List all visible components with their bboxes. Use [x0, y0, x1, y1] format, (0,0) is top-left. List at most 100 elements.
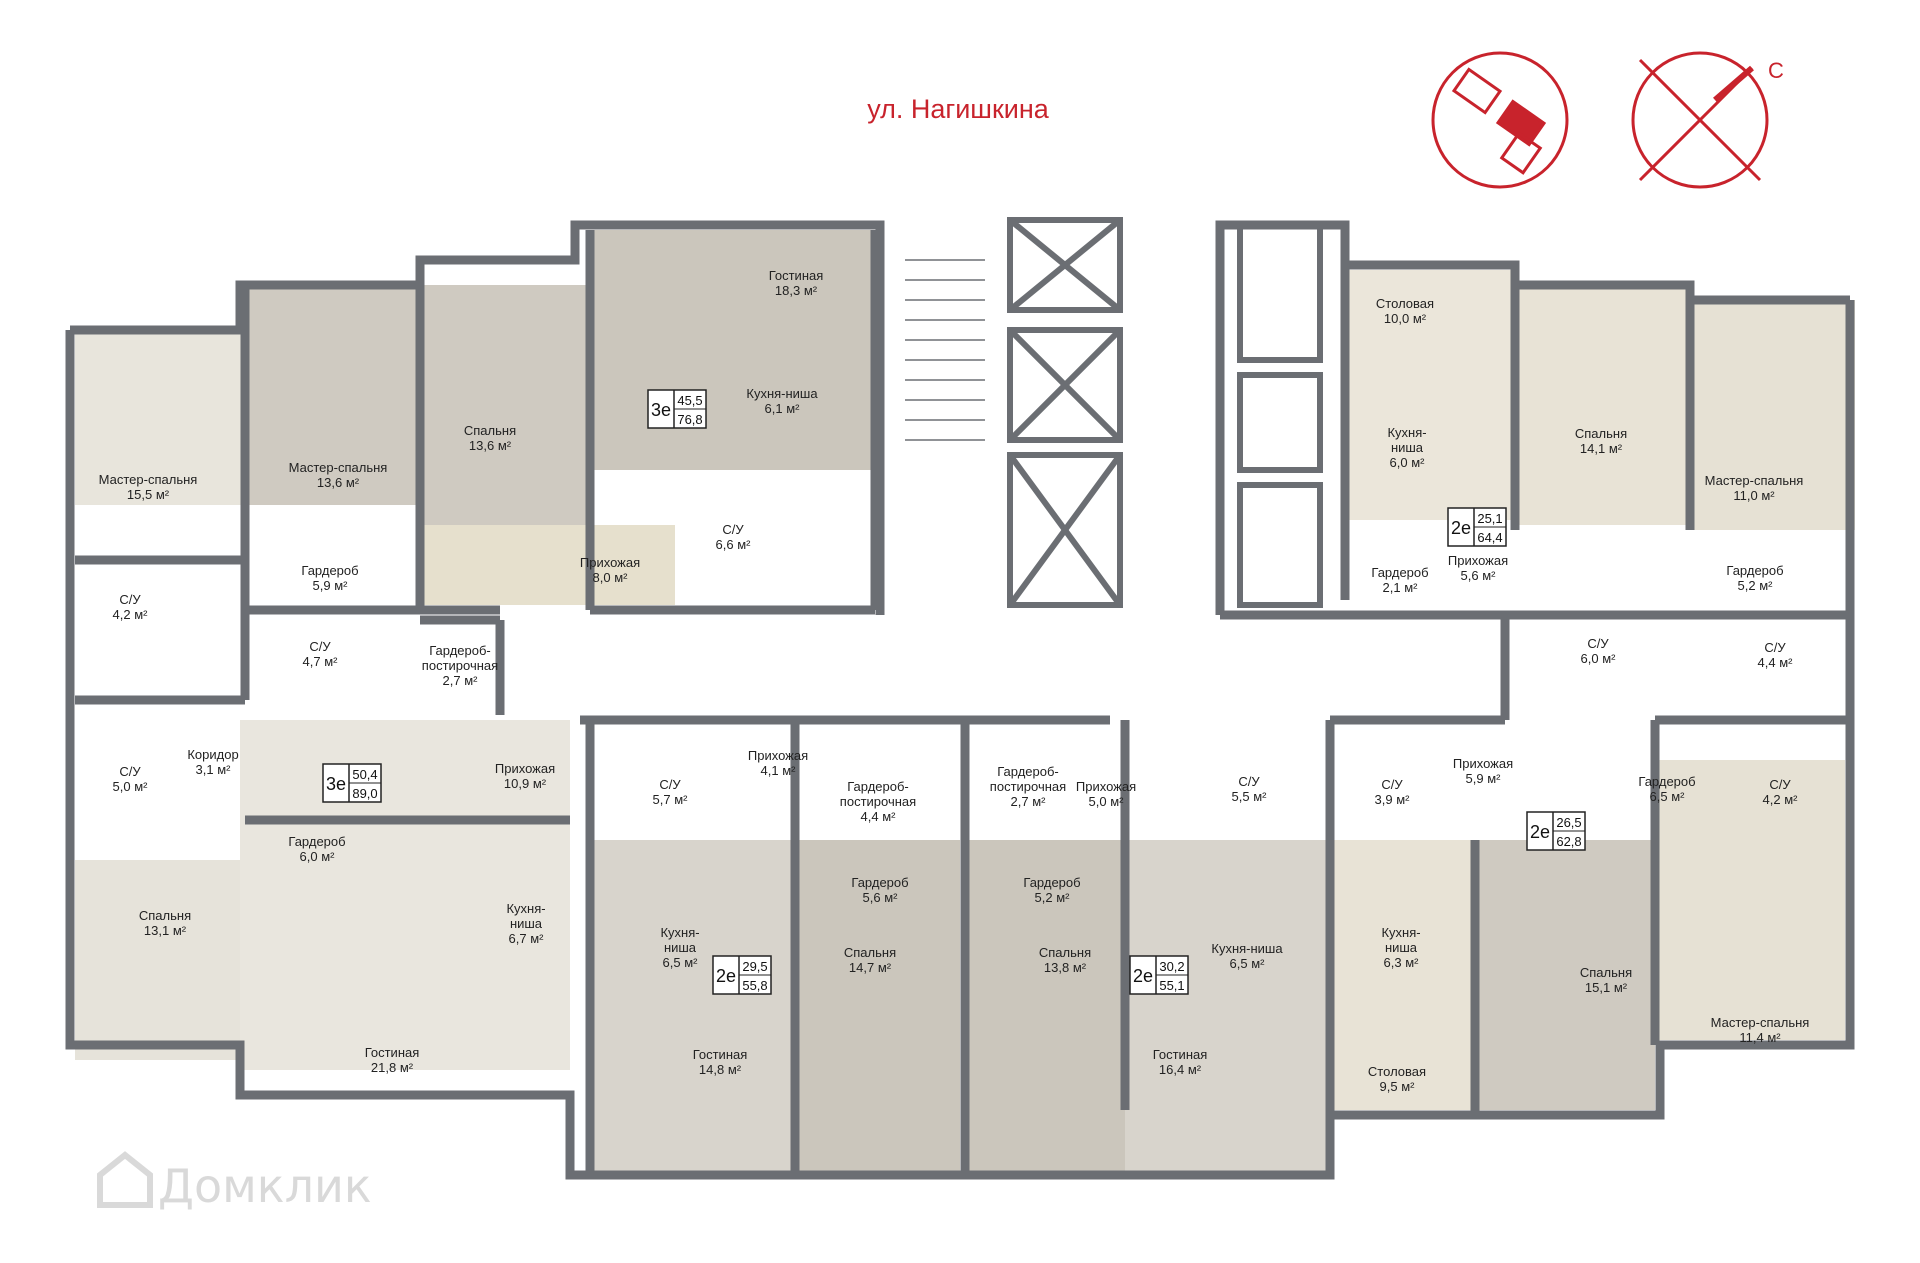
room-name: ниша	[1391, 440, 1424, 455]
room-name: С/У	[1764, 640, 1786, 655]
room-area: 6,7 м²	[509, 931, 545, 946]
apartment-tag: 2е 29,5 55,8	[712, 955, 772, 995]
building	[75, 230, 1855, 1175]
room-name: Гардероб	[1023, 875, 1080, 890]
room-name: Прихожая	[1448, 553, 1508, 568]
room-area: 4,4 м²	[861, 809, 897, 824]
apartment-living-area: 50,4	[352, 767, 377, 782]
room-area: 14,7 м²	[849, 960, 892, 975]
apartment-living-area: 25,1	[1477, 511, 1502, 526]
room-label: С/У6,0 м²	[1581, 636, 1617, 666]
room-area: 18,3 м²	[775, 283, 818, 298]
room-name: Прихожая	[1453, 756, 1513, 771]
room-name: Гардероб	[301, 563, 358, 578]
apartment-total-area: 55,8	[742, 978, 767, 993]
room-name: Гардероб-	[847, 779, 909, 794]
room-area: 3,9 м²	[1375, 792, 1411, 807]
room-name: С/У	[1381, 777, 1403, 792]
room-area: 5,9 м²	[1466, 771, 1502, 786]
watermark: Домклик	[97, 1151, 372, 1213]
room-area: 16,4 м²	[1159, 1062, 1202, 1077]
room-label: С/У5,5 м²	[1232, 774, 1268, 804]
room-name: Коридор	[187, 747, 238, 762]
room-name: Мастер-спальня	[1705, 473, 1804, 488]
room-area: 14,1 м²	[1580, 441, 1623, 456]
room-name: Гостиная	[365, 1045, 420, 1060]
street-name: ул. Нагишкина	[867, 94, 1050, 124]
room-area: 5,6 м²	[863, 890, 899, 905]
room-area: 4,2 м²	[1763, 792, 1799, 807]
apartment-type: 3е	[326, 774, 346, 794]
room-name: Мастер-спальня	[1711, 1015, 1810, 1030]
room-area: 6,6 м²	[716, 537, 752, 552]
room-name: Кухня-	[660, 925, 699, 940]
room-area: 13,6 м²	[317, 475, 360, 490]
room-area: 2,7 м²	[443, 673, 479, 688]
room-label: С/У6,6 м²	[716, 522, 752, 552]
room-area: 6,3 м²	[1384, 955, 1420, 970]
apartment-living-area: 29,5	[742, 959, 767, 974]
room-name: Столовая	[1368, 1064, 1426, 1079]
room-label: С/У4,2 м²	[113, 592, 149, 622]
apartment-total-area: 64,4	[1477, 530, 1502, 545]
room-name: Прихожая	[495, 761, 555, 776]
room-label: С/У5,0 м²	[113, 764, 149, 794]
room-area: 3,1 м²	[196, 762, 232, 777]
room-name: Гардероб-	[429, 643, 491, 658]
room-name: ниша	[664, 940, 697, 955]
room-area: 5,9 м²	[313, 578, 349, 593]
room-area: 5,7 м²	[653, 792, 689, 807]
room-area: 21,8 м²	[371, 1060, 414, 1075]
room-name: ниша	[1385, 940, 1418, 955]
room-area: 5,6 м²	[1461, 568, 1497, 583]
apartment-type: 2е	[716, 966, 736, 986]
room-area: 10,9 м²	[504, 776, 547, 791]
apartment-living-area: 45,5	[677, 393, 702, 408]
north-label: С	[1768, 58, 1784, 83]
watermark-text: Домклик	[158, 1159, 372, 1213]
room-name: Столовая	[1376, 296, 1434, 311]
compass-icon	[1631, 51, 1769, 189]
room-area: 5,2 м²	[1035, 890, 1071, 905]
room-area: 14,8 м²	[699, 1062, 742, 1077]
room-name: Гостиная	[693, 1047, 748, 1062]
room-area: 6,0 м²	[300, 849, 336, 864]
room-name: постирочная	[422, 658, 498, 673]
room-name: Спальня	[1039, 945, 1091, 960]
room-name: Спальня	[464, 423, 516, 438]
room-area: 13,1 м²	[144, 923, 187, 938]
room-name: Гостиная	[769, 268, 824, 283]
apartment-total-area: 55,1	[1159, 978, 1184, 993]
room-area: 13,8 м²	[1044, 960, 1087, 975]
room-name: Мастер-спальня	[99, 472, 198, 487]
apartment-type: 2е	[1451, 518, 1471, 538]
room-area: 6,5 м²	[1650, 789, 1686, 804]
room-area: 4,2 м²	[113, 607, 149, 622]
room-area: 9,5 м²	[1380, 1079, 1416, 1094]
room-name: Кухня-ниша	[746, 386, 818, 401]
